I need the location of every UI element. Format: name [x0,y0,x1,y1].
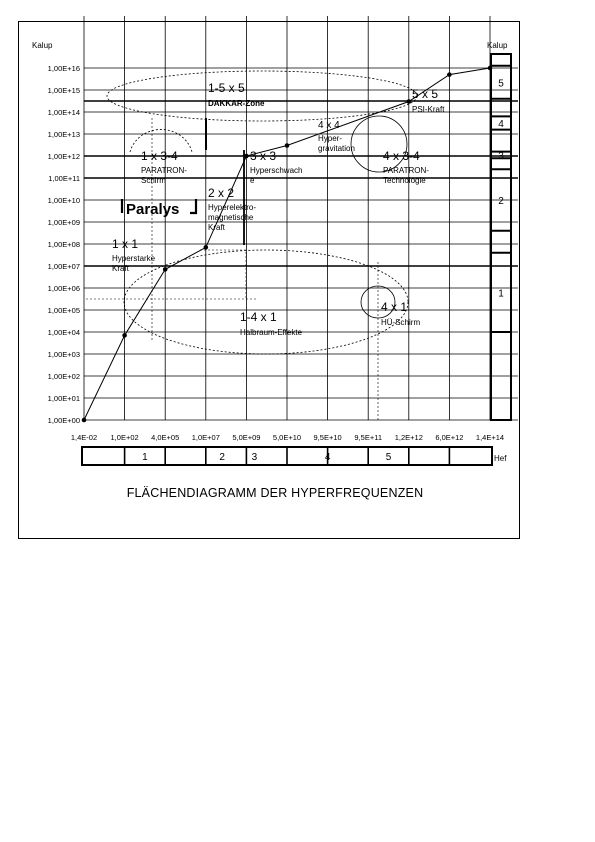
y-tick-label: 1,00E+13 [48,130,80,139]
right-band-label: 2 [498,196,504,207]
data-point [244,153,249,159]
zone-name-label: PARATRON- [383,166,429,175]
y-tick-label: 1,00E+02 [48,372,80,381]
zone-name-label: gravitation [318,144,355,153]
zone-name-label: PSI-Kraft [412,105,445,114]
x-tick-label: 5,0E+09 [232,433,260,442]
right-band-column [490,53,512,421]
y-tick-label: 1,00E+03 [48,350,80,359]
data-point [203,245,209,250]
zone-shapes [86,70,418,420]
y-axis-title-left: Kalup [32,41,53,50]
bottom-band-label: 4 [325,452,331,463]
y-axis-title-right: Kalup [487,41,508,50]
grid-lines [83,16,518,421]
data-point [122,333,127,338]
zone-id-label: 1 x 3-4 [141,149,178,163]
stamp-bracket [120,199,198,215]
zone-name-label: Kraft [112,264,130,273]
y-tick-label: 1,00E+07 [48,262,80,271]
data-point [447,72,452,77]
x-tick-label: 1,0E+07 [192,433,220,442]
zone-paratron-arc [129,129,193,153]
zone-id-label: 4 x 4 [318,120,340,131]
y-tick-label: 1,00E+12 [48,152,80,161]
zone-name-label: Halbraum-Effekte [240,328,303,337]
y-tick-label: 1,00E+08 [48,240,80,249]
right-band-label: 1 [498,288,504,299]
zone-hypergravitation-circle [350,115,408,173]
y-tick-label: 1,00E+14 [48,108,80,117]
zone-name-label: HÜ-Schirm [381,318,420,327]
guide-line [200,249,247,300]
y-tick-label: 1,00E+09 [48,218,80,227]
data-point [81,417,87,423]
x-tick-label: 1,0E+02 [111,433,139,442]
right-band-label: 5 [498,78,504,89]
zone-name-label: Hyper- [318,134,342,143]
y-tick-label: 1,00E+15 [48,86,80,95]
y-tick-label: 1,00E+04 [48,328,80,337]
y-tick-label: 1,00E+10 [48,196,80,205]
chart-frame [18,21,520,539]
stamp-text: Paralys [126,201,179,218]
x-tick-label: 1,4E-02 [71,433,97,442]
bottom-band-row [81,446,493,466]
zone-name-label: Technologie [383,176,426,185]
bottom-band-label: 5 [386,452,392,463]
y-tick-label: 1,00E+05 [48,306,80,315]
zone-id-label: 2 x 2 [208,186,234,200]
zone-halbraum-ellipse [123,249,409,355]
zone-id-label: 1-4 x 1 [240,310,277,324]
zone-name-label: e [250,176,255,185]
zone-name-label: Kraft [208,223,226,232]
x-tick-label: 9,5E+10 [314,433,342,442]
zone-id-label: 4 x 3-4 [383,149,420,163]
data-point [162,267,168,272]
data-point [487,65,493,71]
paralys-stamp [120,199,198,215]
zone-dakkar-ellipse [106,70,418,122]
zone-id-label: 1 x 1 [112,237,138,251]
right-band-label: 3 [498,151,504,162]
x-tick-label: 5,0E+10 [273,433,301,442]
right-band-label: 4 [498,119,504,130]
zone-id-label: 5 x 5 [412,87,438,101]
zone-name-label: PARATRON- [141,166,187,175]
zone-name-label: Hyperstarke [112,254,156,263]
y-tick-label: 1,00E+16 [48,64,80,73]
data-point [284,143,290,148]
x-tick-label: 1,4E+14 [476,433,504,442]
bottom-band-label: 1 [142,452,148,463]
zone-id-label: 3 x 3 [250,149,276,163]
right-band-frame [490,53,512,421]
chart-title: FLÄCHENDIAGRAMM DER HYPERFREQUENZEN [127,486,424,500]
zone-name-label: Schirm [141,176,166,185]
zone-name-label: DAKKAR-Zone [208,99,265,108]
x-tick-label: 9,5E+11 [354,433,382,442]
x-tick-label: 4,0E+05 [151,433,179,442]
zone-id-label: 1-5 x 5 [208,81,245,95]
bottom-band-label: 2 [219,452,225,463]
x-axis-title: Hef [494,454,507,463]
y-tick-label: 1,00E+06 [48,284,80,293]
zone-name-label: Hyperelektro- [208,203,256,212]
bottom-band-label: 3 [252,452,258,463]
x-tick-label: 1,2E+12 [395,433,423,442]
zone-id-label: 4 x 1 [381,300,407,314]
zone-name-label: Hyperschwach [250,166,302,175]
data-point [406,99,412,104]
y-tick-label: 1,00E+01 [48,394,80,403]
x-tick-label: 6,0E+12 [435,433,463,442]
zone-name-label: magnetische [208,213,254,222]
y-tick-label: 1,00E+00 [48,416,80,425]
y-tick-label: 1,00E+11 [48,174,80,183]
